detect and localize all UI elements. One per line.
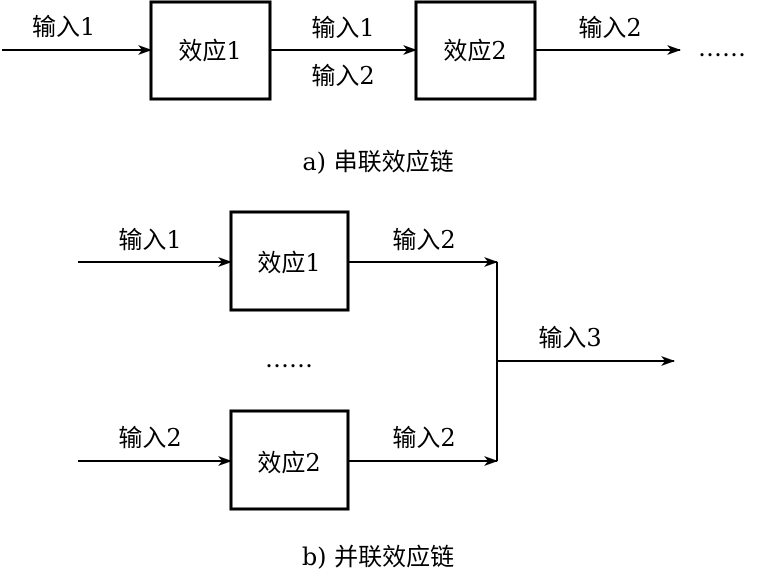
parallel-middle-ellipsis: …… <box>265 345 313 373</box>
series-ellipsis: …… <box>698 34 746 62</box>
series-effect-box-2-label: 效应2 <box>443 37 506 65</box>
series-input-label: 输入1 <box>32 13 95 41</box>
series-output-label: 输入2 <box>578 14 641 42</box>
parallel-bottom-input-label: 输入2 <box>118 424 181 452</box>
series-effect-box-1-label: 效应1 <box>178 37 241 65</box>
parallel-effect-box-1 <box>229 210 350 312</box>
series-caption: a) 串联效应链 <box>302 148 453 176</box>
parallel-top-input-label: 输入1 <box>118 226 181 254</box>
parallel-effect-box-2 <box>229 409 350 511</box>
series-middle-label-bottom: 输入2 <box>311 62 374 90</box>
series-chain: 输入1 效应1 输入1 输入2 效应2 输入2 …… a) 串联效应链 <box>2 0 746 176</box>
parallel-merged-output-label: 输入3 <box>538 324 601 352</box>
parallel-bottom-output-label: 输入2 <box>392 424 455 452</box>
parallel-top-output-label: 输入2 <box>392 226 455 254</box>
parallel-caption: b) 并联效应链 <box>302 543 454 571</box>
parallel-effect-box-1-label: 效应1 <box>257 249 320 277</box>
series-middle-label-top: 输入1 <box>311 14 374 42</box>
parallel-chain: 输入1 效应1 输入2 …… 输入2 效应2 输入2 输入3 b) 并联效应链 <box>78 210 675 571</box>
parallel-effect-box-2-label: 效应2 <box>257 449 320 477</box>
